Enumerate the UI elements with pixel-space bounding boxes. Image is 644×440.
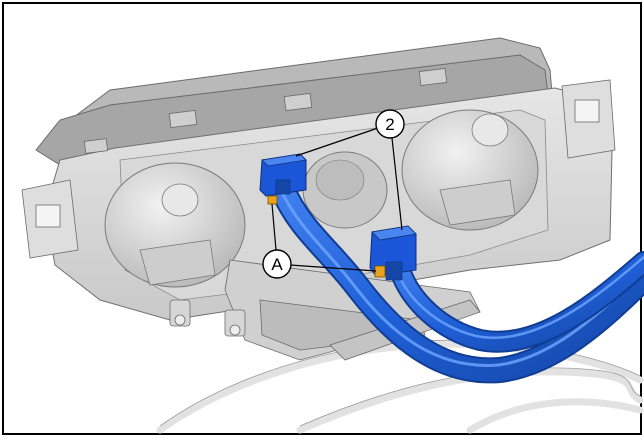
callout-a: A [262, 203, 377, 279]
connector-latch-right [374, 265, 386, 278]
rotary-unit-right [401, 109, 539, 231]
harness-connector-left [259, 153, 307, 197]
harness-connector-right [369, 225, 417, 281]
callout-2: 2 [295, 109, 405, 231]
wiring-harness [270, 177, 644, 384]
callout-2-label: 2 [385, 115, 394, 134]
bottom-clips [169, 299, 246, 337]
housing-top-tabs [83, 68, 448, 154]
callout-a-label: A [271, 255, 283, 274]
rotary-unit-center [302, 151, 388, 229]
right-mounting-bracket [561, 79, 616, 159]
rotary-unit-left [104, 162, 246, 288]
climate-control-housing [21, 37, 616, 361]
left-mounting-bracket [21, 179, 79, 259]
connector-latch-left [267, 195, 278, 205]
